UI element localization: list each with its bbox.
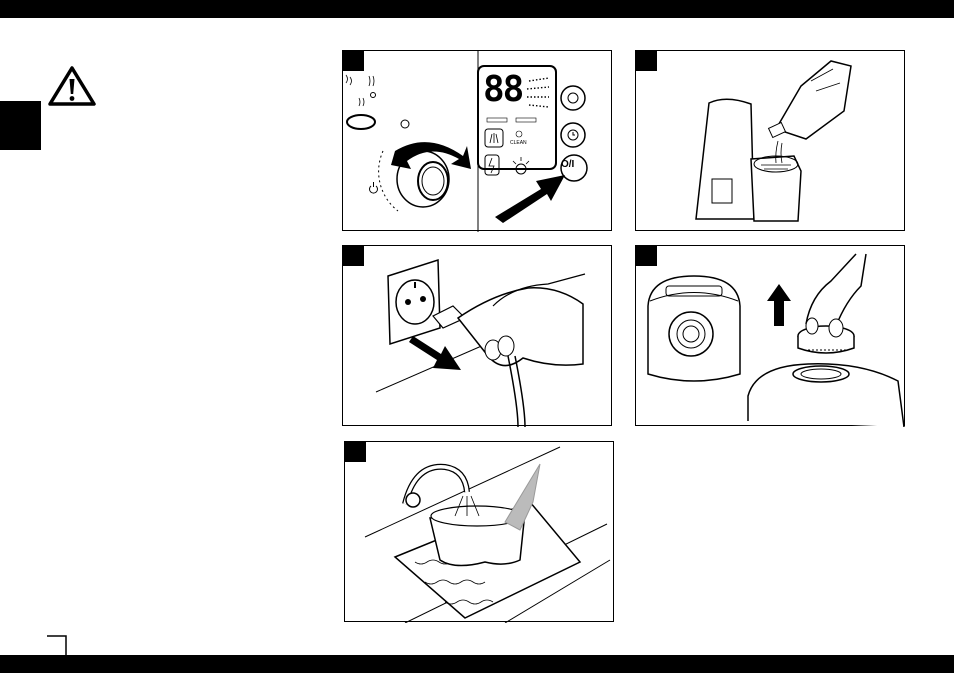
- top-bar: [0, 0, 954, 18]
- figure-rinse-tank: [344, 441, 614, 622]
- figure-control-panel: 88 CLEAN O/I: [342, 50, 612, 231]
- section-tab: [0, 101, 41, 150]
- figure-pour-water: [635, 50, 905, 231]
- figure-unplug: [342, 245, 612, 426]
- figure-badge: [343, 51, 364, 71]
- figure-badge: [345, 442, 366, 462]
- figure-badge: [636, 51, 657, 71]
- lcd-digits: 88: [483, 69, 522, 110]
- figure-badge: [343, 246, 364, 266]
- warning-triangle-icon: [47, 64, 97, 108]
- bottom-bar: [0, 655, 954, 673]
- page-corner-mark: [47, 635, 67, 655]
- clean-label: CLEAN: [510, 140, 527, 146]
- onoff-button-label: O/I: [561, 159, 574, 170]
- figure-remove-cap: [635, 245, 905, 426]
- figure-badge: [636, 246, 657, 266]
